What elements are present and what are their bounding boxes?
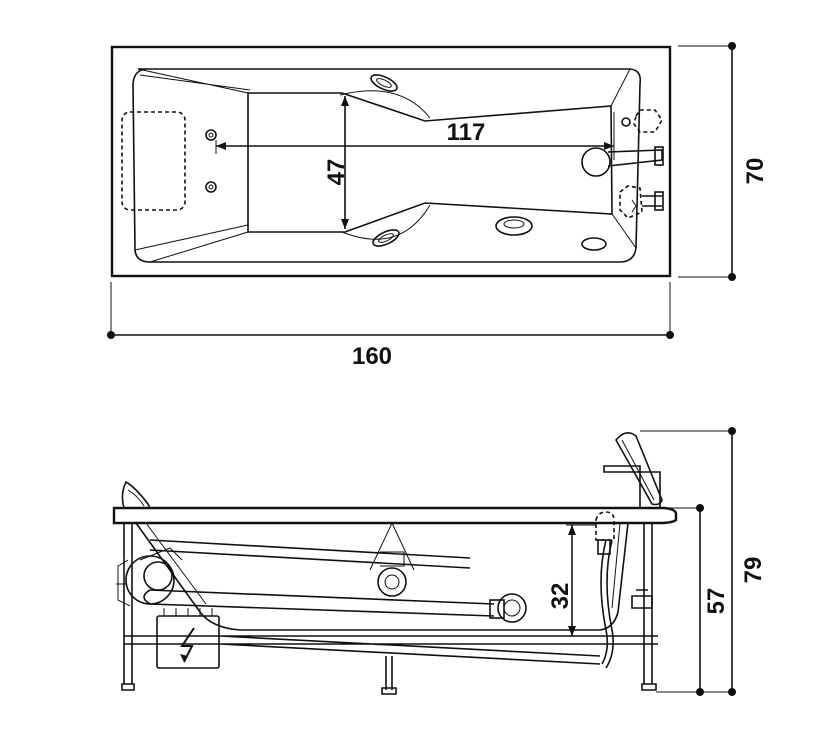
tub-inner-shell	[132, 68, 642, 263]
side-view: 32 57 79	[112, 427, 767, 696]
pump	[116, 547, 183, 607]
electric-box	[156, 615, 220, 669]
side-jet	[370, 74, 398, 92]
suction	[495, 216, 533, 236]
faucet	[607, 149, 663, 167]
top-view: 117 47 70 160	[107, 42, 769, 370]
overflow	[581, 237, 607, 251]
dim-label-depth: 32	[547, 583, 574, 610]
headrest	[121, 111, 186, 211]
tub-shell-side	[135, 522, 629, 631]
drain	[581, 147, 611, 177]
electric-box-lightning-icon	[180, 627, 195, 663]
foot	[641, 683, 657, 691]
jet	[205, 181, 217, 193]
dim-label-inner-length: 117	[447, 119, 486, 146]
pipe	[149, 539, 471, 569]
faucet-side	[603, 432, 663, 508]
valve	[631, 589, 653, 609]
tub-rim-side	[112, 506, 678, 525]
headrest-side	[121, 480, 151, 509]
dim-label-total-height: 79	[740, 557, 767, 584]
suction-fitting	[377, 567, 407, 597]
dim-label-width: 70	[742, 158, 769, 185]
dim-label-length: 160	[352, 343, 392, 370]
tub-floor	[247, 92, 613, 233]
jet-fitting	[497, 593, 527, 623]
dim-label-height: 57	[703, 588, 730, 615]
drain-hose	[600, 539, 614, 669]
jet	[205, 129, 217, 141]
pipe	[149, 589, 495, 617]
foot	[381, 687, 397, 695]
dim-label-inner-width: 47	[323, 159, 350, 186]
foot	[121, 683, 135, 691]
side-jet	[372, 229, 400, 247]
tub-outer-rim	[110, 45, 672, 278]
